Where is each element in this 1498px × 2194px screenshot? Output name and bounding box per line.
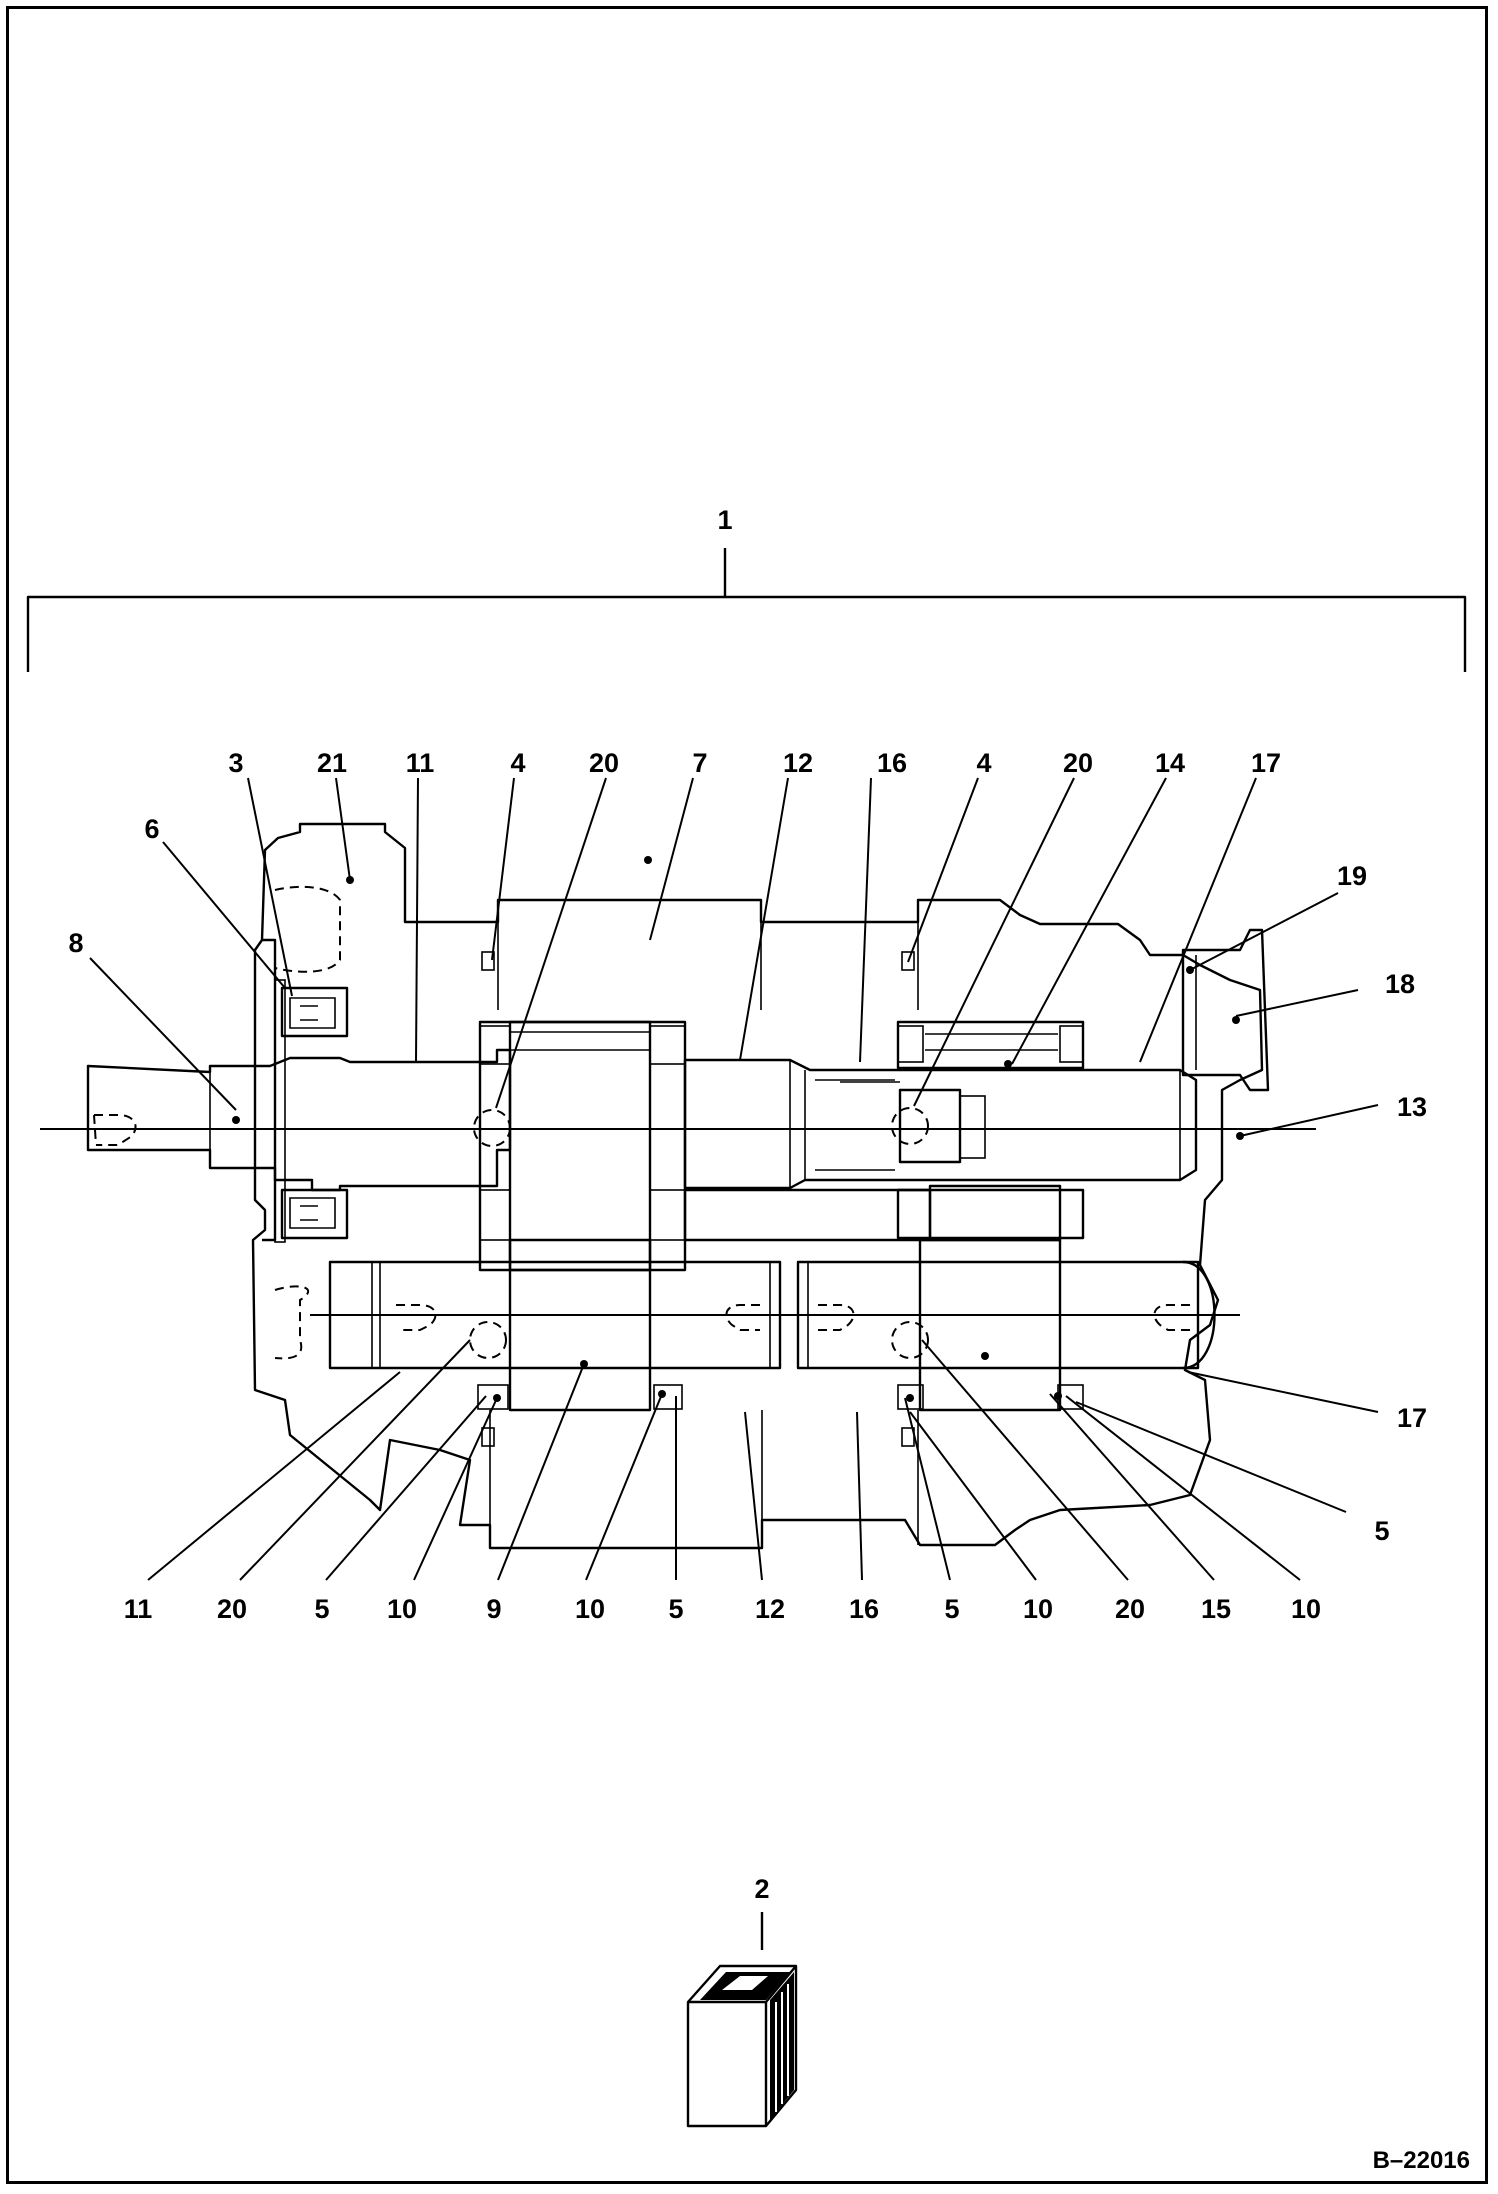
shaft-seal — [274, 979, 349, 1243]
callout-8: 8 — [68, 928, 83, 958]
bottom-callouts: 11 20 5 10 9 10 5 12 16 5 10 20 15 10 — [124, 1594, 1321, 1624]
callout-13: 13 — [1397, 1092, 1427, 1122]
callout-20-top-right: 20 — [1063, 748, 1093, 778]
reference-number: B–22016 — [1373, 2147, 1470, 2174]
callout-12-bottom: 12 — [755, 1594, 785, 1624]
gear-pins — [469, 1107, 929, 1359]
leader-lines — [89, 777, 1379, 1581]
outlet-fitting — [1181, 928, 1270, 1092]
callout-14: 14 — [1155, 748, 1185, 778]
callout-20-bottom-left: 20 — [217, 1594, 247, 1624]
callout-5-b2: 5 — [668, 1594, 683, 1624]
assembly-bracket — [26, 548, 1467, 672]
drive-shaft — [40, 1048, 1316, 1192]
dowel-top-left — [481, 951, 495, 971]
drawing-border — [6, 6, 1488, 2184]
port-hidden-lower — [274, 1285, 309, 1360]
callout-16-top: 16 — [877, 748, 907, 778]
callout-18: 18 — [1385, 969, 1415, 999]
callout-17-right: 17 — [1397, 1403, 1427, 1433]
callout-10-b4: 10 — [1291, 1594, 1321, 1624]
callout-10-b1: 10 — [387, 1594, 417, 1624]
callout-21: 21 — [317, 748, 347, 778]
dowel-top-right — [901, 951, 915, 971]
callout-20-top-left: 20 — [589, 748, 619, 778]
callout-6: 6 — [144, 814, 159, 844]
center-spacer — [683, 1184, 1062, 1242]
callout-3: 3 — [228, 748, 243, 778]
callout-5-b3: 5 — [944, 1594, 959, 1624]
dowel-bottom-left — [481, 1427, 495, 1447]
callout-17-top: 17 — [1251, 748, 1281, 778]
callout-5-b1: 5 — [314, 1594, 329, 1624]
callout-15: 15 — [1201, 1594, 1231, 1624]
right-callouts: 19 18 13 17 5 — [1337, 861, 1427, 1546]
front-gear-upper — [478, 1020, 687, 1272]
callout-11-bottom: 11 — [124, 1594, 153, 1624]
callout-12-top: 12 — [783, 748, 813, 778]
rear-gear-upper — [896, 1020, 1085, 1240]
driven-shaft-front — [328, 1238, 782, 1412]
callout-16-bottom: 16 — [849, 1594, 879, 1624]
callout-10-b3: 10 — [1023, 1594, 1053, 1624]
port-hidden-upper — [274, 885, 341, 973]
callout-19: 19 — [1337, 861, 1367, 891]
driven-shaft-rear — [796, 1238, 1216, 1412]
assembly-label: 1 — [717, 505, 732, 535]
callout-11-top: 11 — [406, 748, 435, 778]
top-callouts: 3 21 11 4 20 7 12 16 4 20 14 17 — [228, 748, 1281, 778]
callout-5-right: 5 — [1374, 1516, 1389, 1546]
callout-4-left: 4 — [510, 748, 525, 778]
leader-dots — [232, 856, 1244, 1402]
callout-7: 7 — [692, 748, 707, 778]
kit-label: 2 — [754, 1874, 769, 1904]
callout-10-b2: 10 — [575, 1594, 605, 1624]
callout-4-right: 4 — [976, 748, 991, 778]
callout-20-bottom-right: 20 — [1115, 1594, 1145, 1624]
callout-9: 9 — [486, 1594, 501, 1624]
seal-kit-box — [686, 1912, 798, 2128]
left-callouts: 6 8 — [68, 814, 159, 958]
rear-drive-shaft — [683, 1058, 1198, 1190]
pump-housing — [251, 822, 1264, 1550]
